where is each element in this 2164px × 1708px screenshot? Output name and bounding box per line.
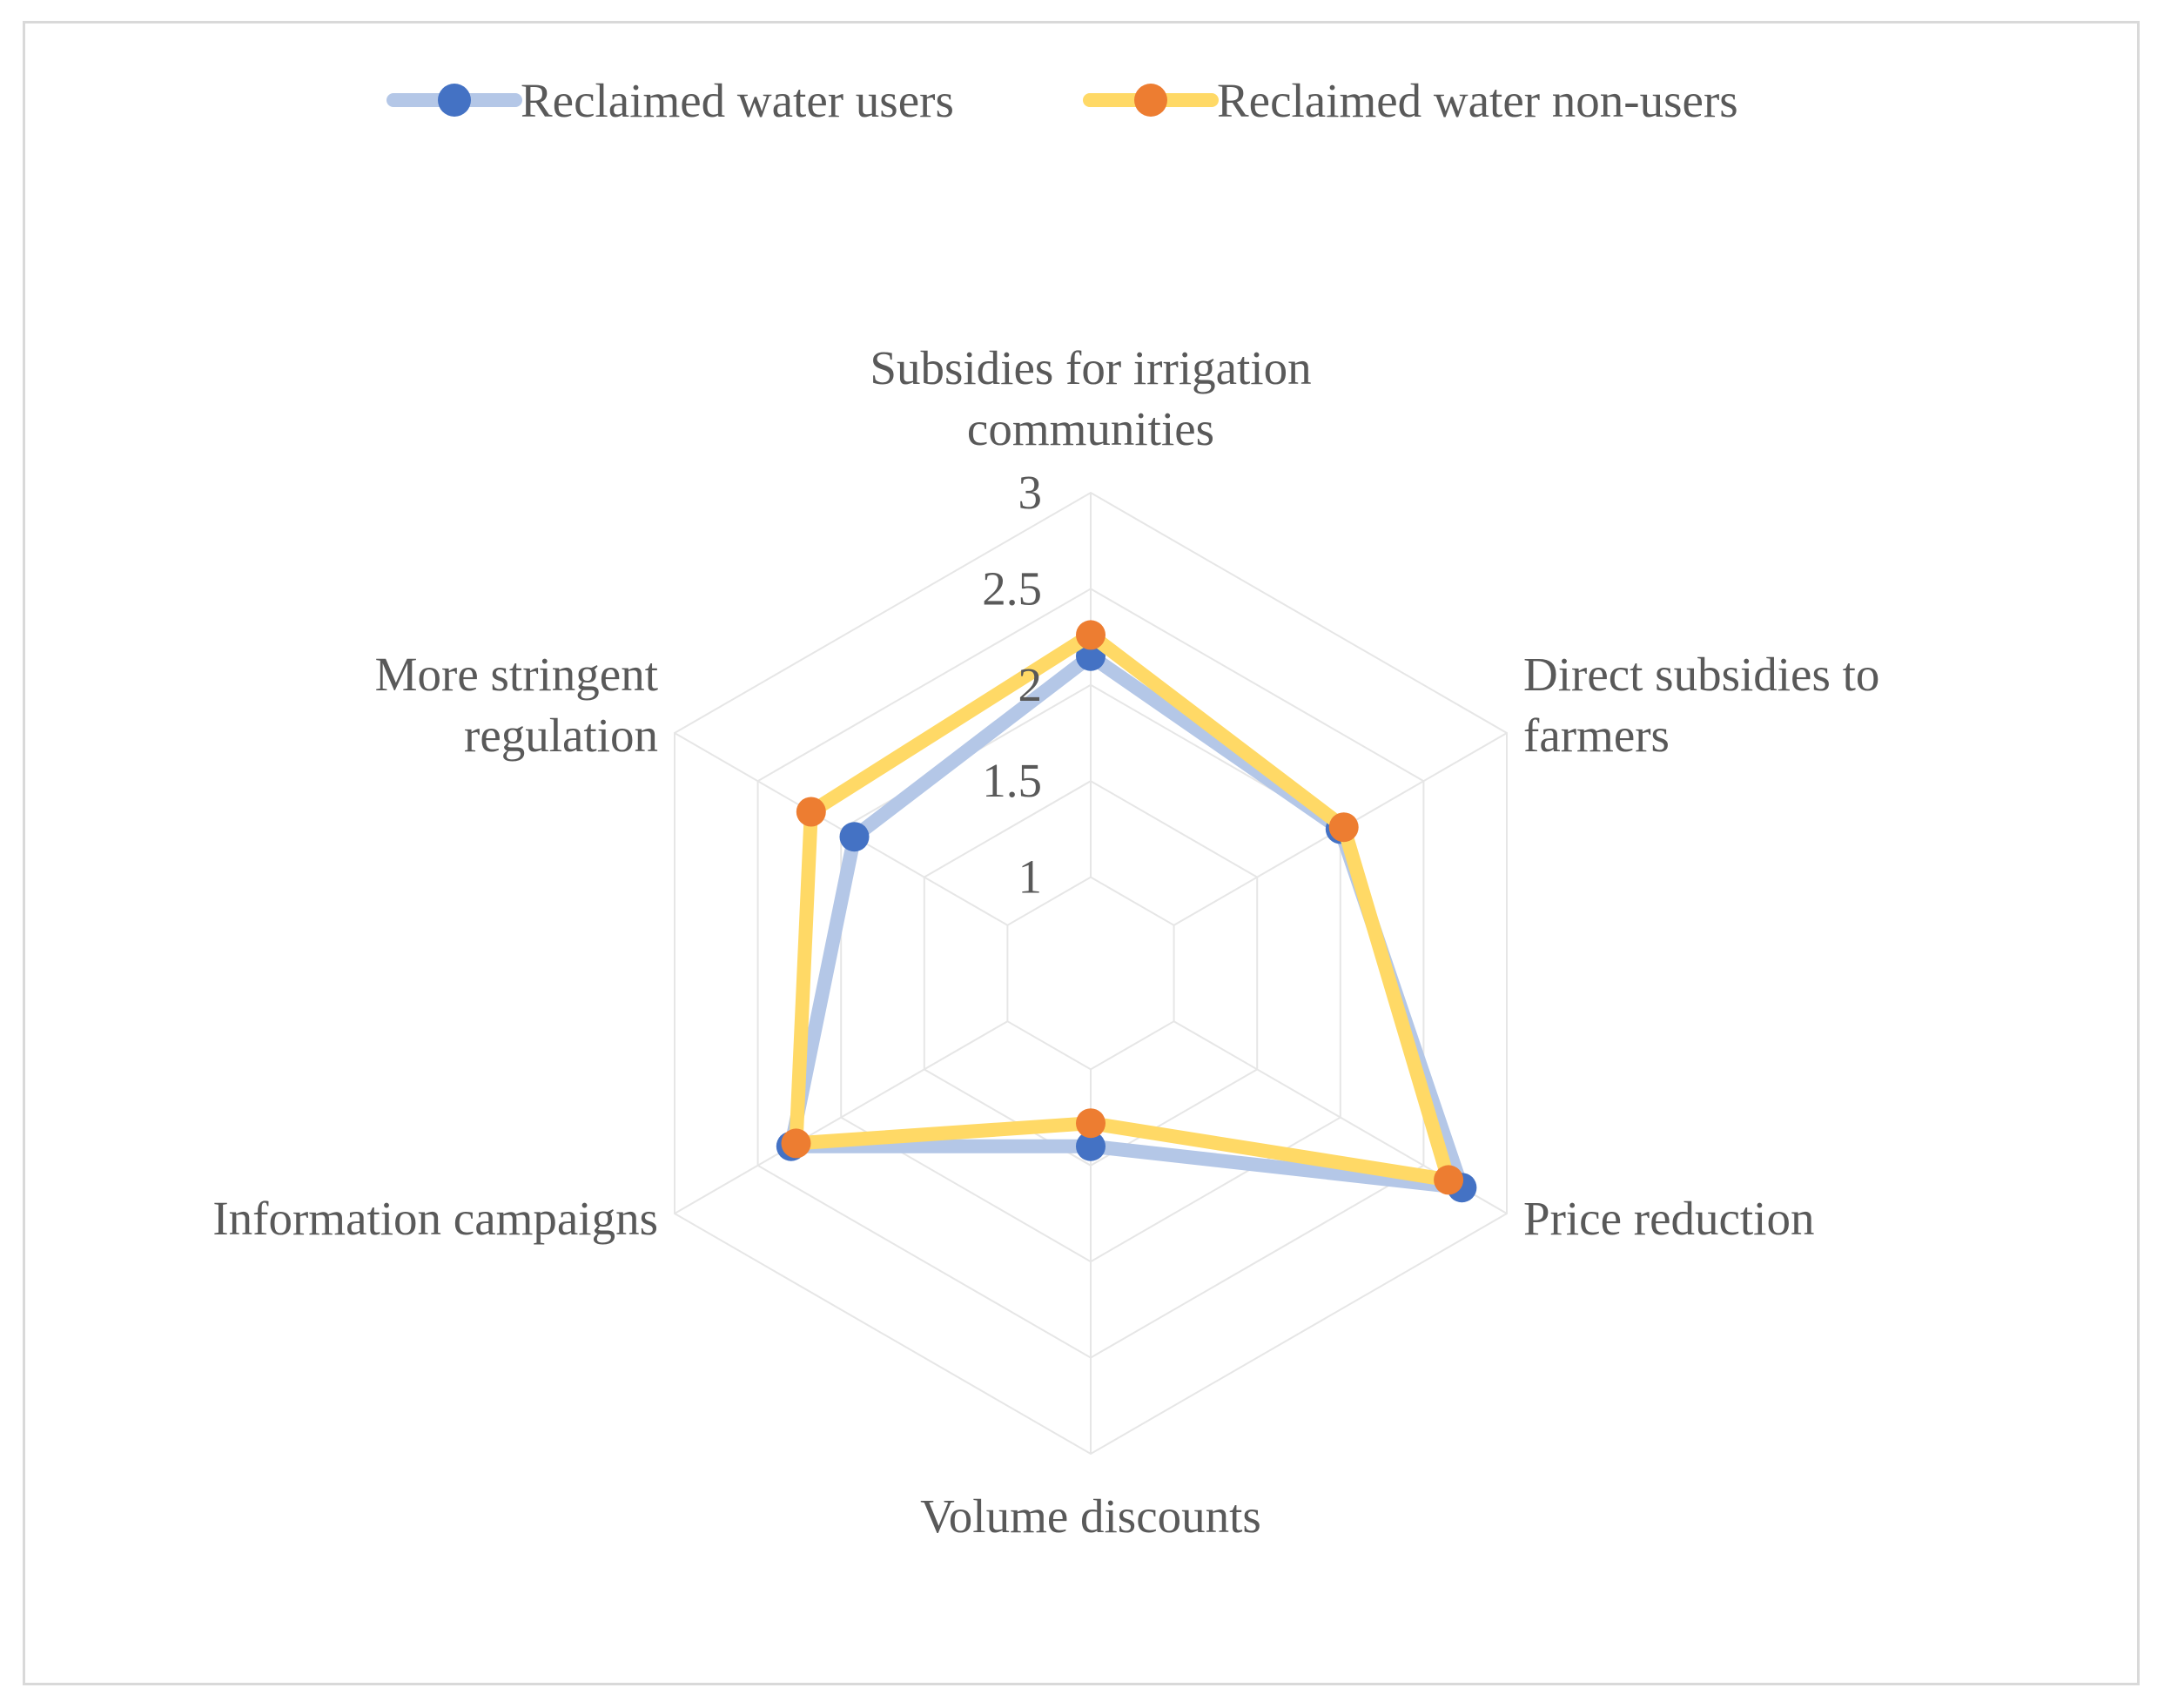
category-label-5-line-1: regulation <box>464 709 658 762</box>
series-0-point-3 <box>1076 1131 1106 1161</box>
tick-labels: 1 1.5 2 2.5 3 <box>982 466 1042 904</box>
tick-label-3: 2.5 <box>982 561 1042 615</box>
category-label-1-line-0: Direct subsidies to <box>1523 648 1879 701</box>
grid-spoke-4 <box>674 1020 1008 1214</box>
tick-label-0: 1 <box>1018 851 1043 904</box>
category-label-4-line-0: Information campaigns <box>212 1192 658 1245</box>
category-label-1-line-1: farmers <box>1523 709 1670 762</box>
series-1-point-1 <box>1328 812 1359 843</box>
series-0-point-5 <box>839 822 870 852</box>
series-layer <box>776 620 1477 1203</box>
series-1-point-0 <box>1076 620 1106 650</box>
tick-label-1: 1.5 <box>982 754 1042 807</box>
category-label-3-line-0: Volume discounts <box>920 1489 1261 1543</box>
category-label-5-line-0: More stringent <box>375 648 658 701</box>
legend-marker-0 <box>438 84 471 117</box>
series-1-point-2 <box>1434 1165 1464 1195</box>
tick-label-4: 3 <box>1018 466 1043 519</box>
chart-frame <box>23 21 2140 1685</box>
series-1-point-3 <box>1076 1108 1106 1139</box>
category-label-0-line-0: Subsidies for irrigation <box>870 341 1311 394</box>
series-1-point-4 <box>781 1128 811 1159</box>
legend-marker-1 <box>1134 84 1167 117</box>
category-label-0-line-1: communities <box>967 402 1214 455</box>
category-label-2-line-0: Price reduction <box>1523 1192 1814 1245</box>
series-line-1 <box>789 628 1456 1187</box>
category-labels: Subsidies for irrigation communitiesDirec… <box>212 341 1879 1543</box>
legend: Reclaimed water users Reclaimed water non… <box>386 74 1738 127</box>
grid-ring-0 <box>1006 876 1175 1071</box>
legend-label-0: Reclaimed water users <box>521 74 954 127</box>
legend-label-1: Reclaimed water non-users <box>1217 74 1738 127</box>
grid-spoke-5 <box>674 732 1008 926</box>
tick-label-2: 2 <box>1018 658 1043 711</box>
series-line-0 <box>783 649 1469 1195</box>
series-1-point-5 <box>796 797 826 827</box>
